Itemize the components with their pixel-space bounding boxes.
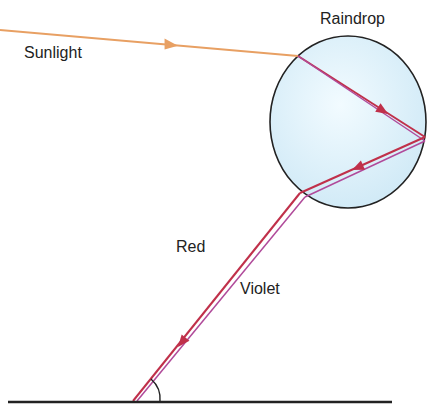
ground-line bbox=[8, 401, 392, 404]
color-label: Violet bbox=[240, 280, 280, 298]
color-label: Red bbox=[176, 238, 205, 256]
reflected-ray bbox=[305, 141, 425, 197]
violet-ray bbox=[137, 197, 305, 401]
refracted-ray bbox=[298, 56, 425, 141]
red-ray bbox=[133, 193, 300, 401]
raindrop-circle bbox=[270, 36, 426, 208]
drop-label: Raindrop bbox=[320, 10, 385, 28]
angle-arc bbox=[151, 379, 160, 402]
reflected-ray bbox=[300, 137, 425, 193]
ray-arrowheads bbox=[174, 103, 391, 350]
light-label: Sunlight bbox=[24, 44, 82, 62]
ray-arrowhead bbox=[164, 38, 179, 50]
